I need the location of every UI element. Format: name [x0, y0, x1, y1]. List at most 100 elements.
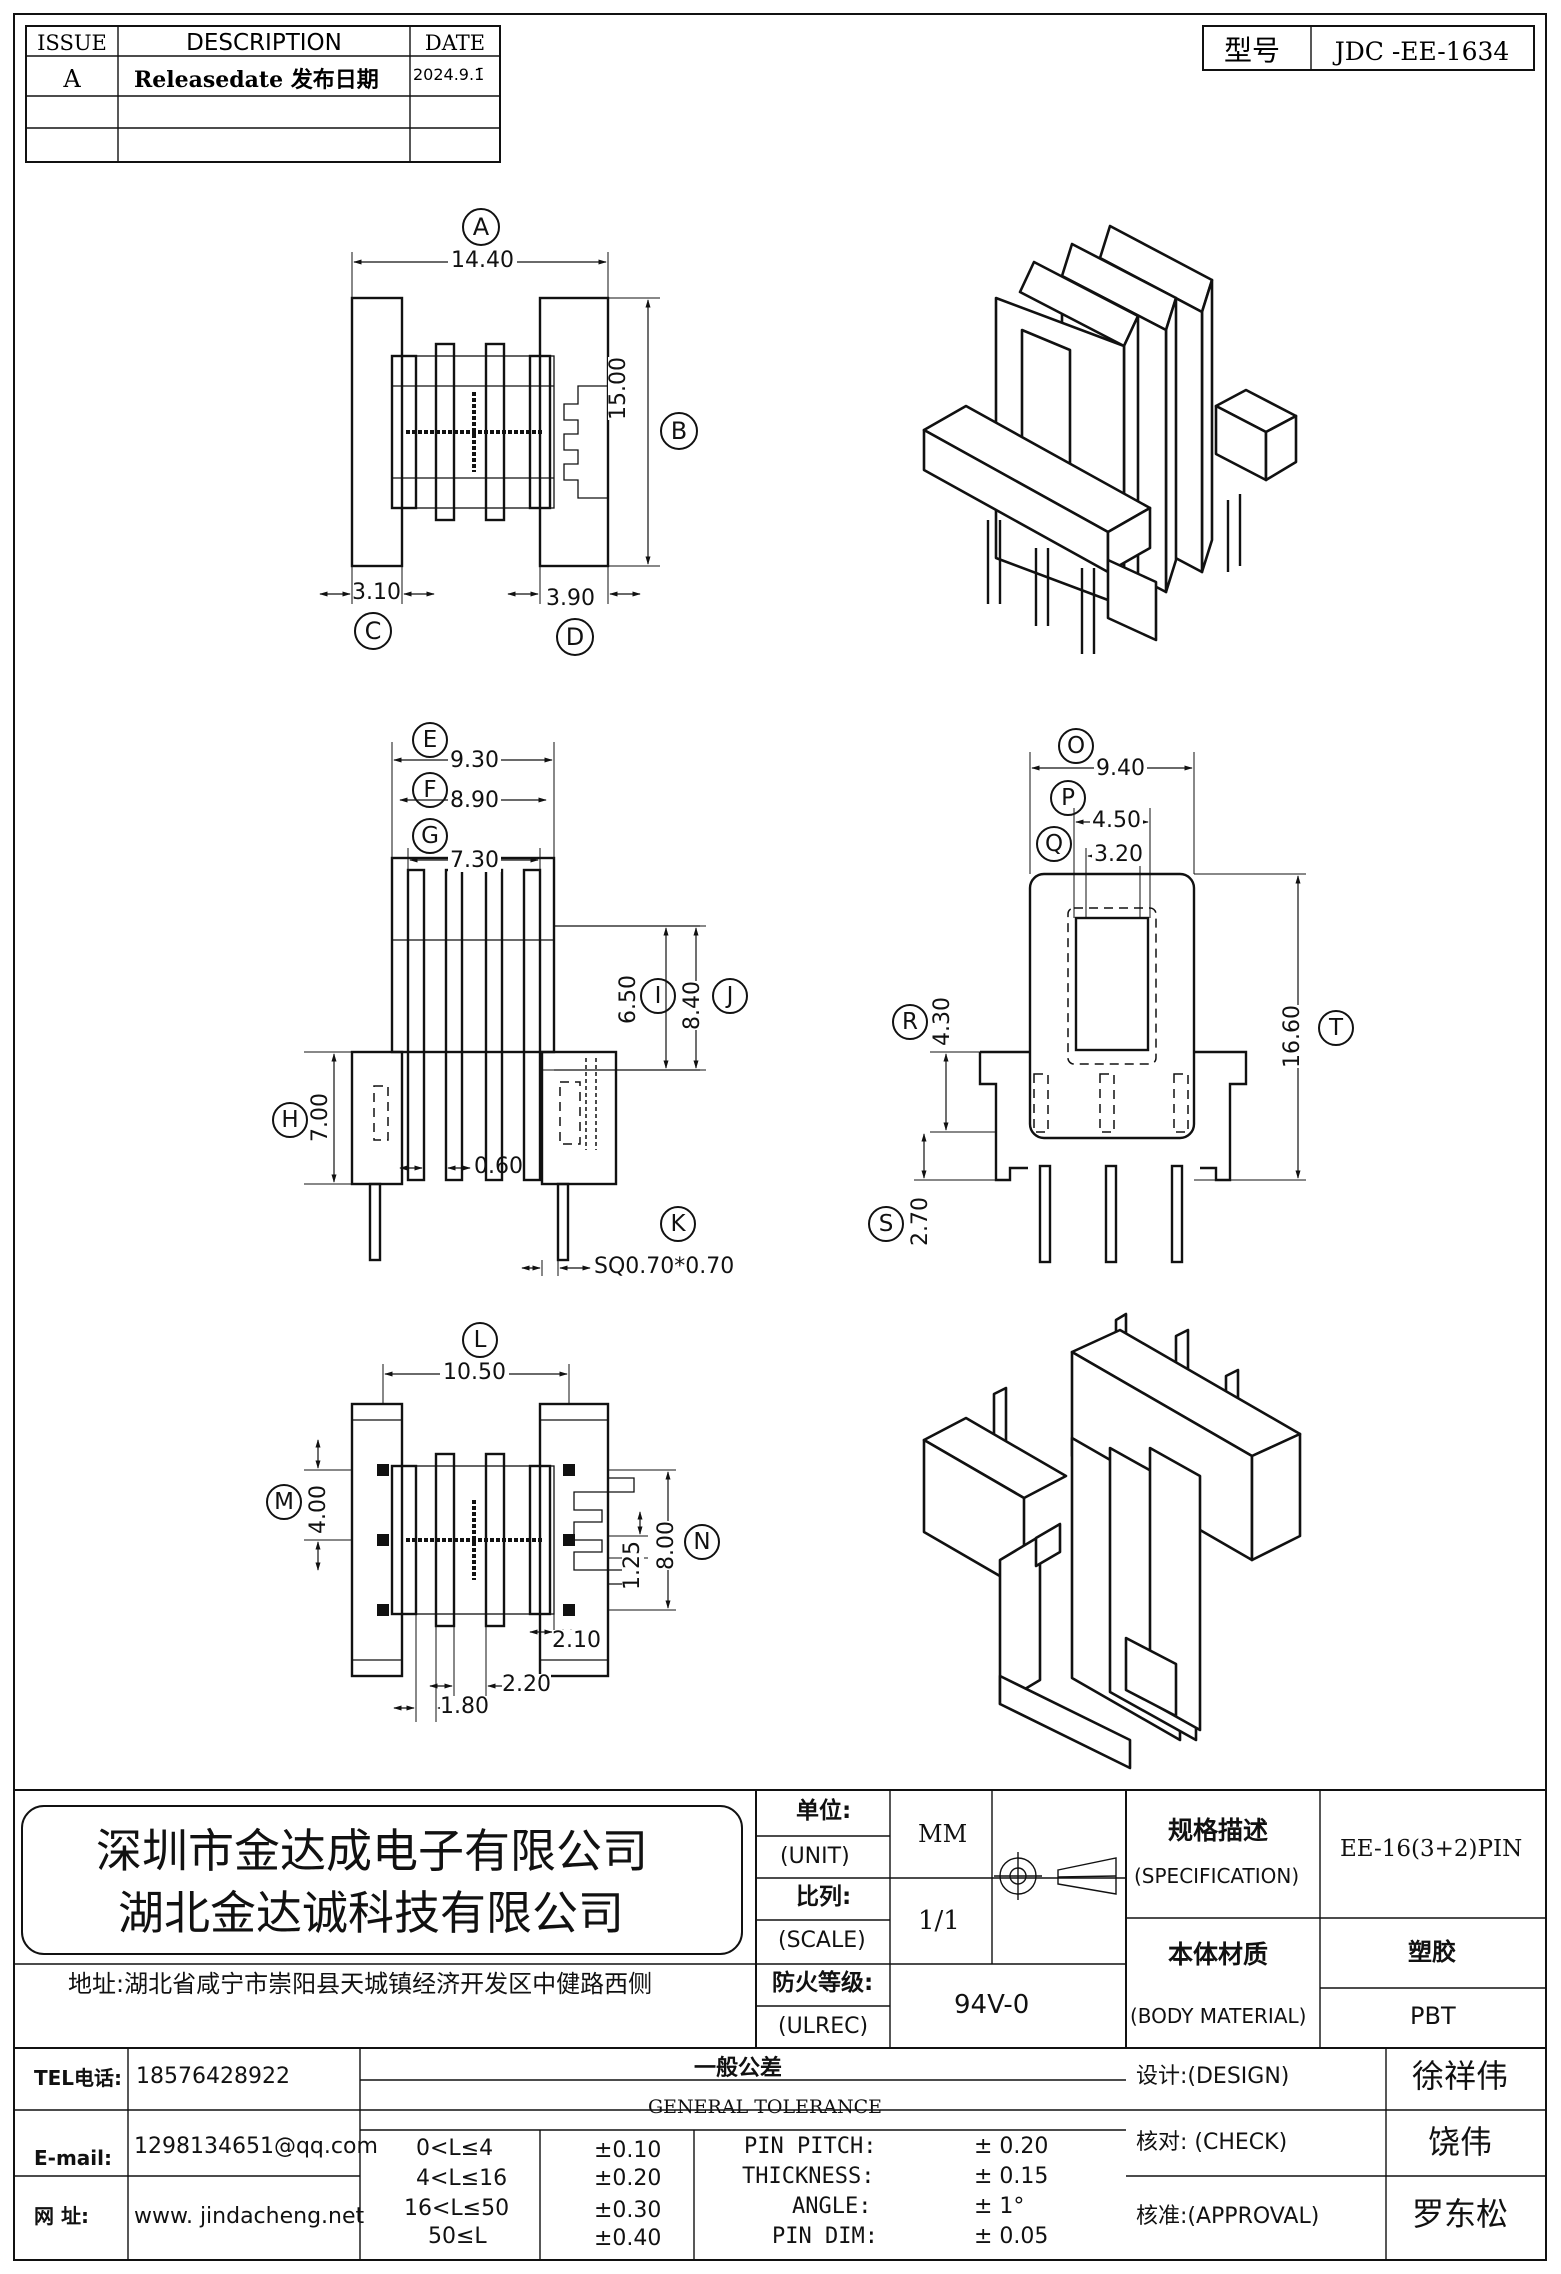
balloon-j: J — [712, 978, 748, 1014]
isometric-view-top — [922, 224, 1298, 654]
balloon-k: K — [660, 1206, 696, 1242]
email-label: E-mail: — [34, 2146, 113, 2170]
tol-name-2: THICKNESS: — [742, 2164, 875, 2189]
rev-date-a: 2024.9.1̄ — [413, 65, 484, 84]
rev-header-date: DATE — [425, 31, 485, 55]
dim-q-value: 3.20 — [1092, 842, 1145, 867]
tol-spec-2: ± 0.15 — [974, 2164, 1049, 2189]
tel-label: TEL电话: — [34, 2066, 123, 2090]
dim-c-value: 3.10 — [352, 580, 401, 605]
spec-label-en: (SPECIFICATION) — [1134, 1864, 1300, 1888]
title-block — [13, 1789, 1546, 2260]
dim-220-value: 2.20 — [502, 1672, 551, 1697]
balloon-h: H — [272, 1102, 308, 1138]
scale-label-cn: 比列: — [796, 1884, 852, 1910]
model-label: 型号 — [1224, 34, 1280, 67]
tol-range-4: 50≤L — [428, 2224, 487, 2249]
dim-180-value: 1.80 — [440, 1694, 489, 1719]
unit-label-en: (UNIT) — [780, 1844, 850, 1869]
balloon-l: L — [462, 1322, 498, 1358]
tol-name-1: PIN PITCH: — [744, 2134, 877, 2159]
balloon-b: B — [660, 412, 698, 450]
sheet-border — [13, 13, 1547, 2261]
scale-value: 1/1 — [918, 1906, 960, 1936]
email-value[interactable]: 1298134651@qq.com — [134, 2134, 378, 2159]
dim-flange-value: 0.60 — [474, 1154, 523, 1179]
dim-s-value: 2.70 — [908, 1197, 933, 1246]
ulrec-label-cn: 防火等级: — [772, 1970, 874, 1996]
company-name-1: 深圳市金达成电子有限公司 — [96, 1824, 648, 1878]
dim-i-value: 6.50 — [616, 975, 641, 1024]
bottom-view — [304, 1364, 676, 1722]
material-value-en: PBT — [1410, 2002, 1456, 2030]
tol-value-4: ±0.40 — [594, 2226, 662, 2251]
dim-p-value: 4.50 — [1090, 808, 1143, 833]
unit-label-cn: 单位: — [796, 1798, 852, 1824]
design-name: 徐祥伟 — [1412, 2057, 1509, 2095]
tel-value: 18576428922 — [136, 2064, 290, 2089]
dim-n-value: 8.00 — [654, 1521, 679, 1570]
top-view — [319, 252, 660, 604]
model-value: JDC -EE-1634 — [1332, 37, 1510, 66]
ulrec-value: 94V-0 — [954, 1990, 1030, 2020]
tol-range-2: 4<L≤16 — [416, 2166, 508, 2191]
balloon-p: P — [1050, 780, 1086, 816]
web-value[interactable]: www. jindacheng.net — [134, 2204, 365, 2229]
tolerance-title-en: GENERAL TOLERANCE — [648, 2096, 883, 2118]
spec-value: EE-16(3+2)PIN — [1340, 1836, 1523, 1862]
balloon-c: C — [354, 612, 392, 650]
approval-label: 核准:(APPROVAL) — [1136, 2204, 1320, 2229]
material-label-cn: 本体材质 — [1168, 1940, 1269, 1969]
unit-value: MM — [918, 1820, 968, 1848]
balloon-n: N — [684, 1524, 720, 1560]
tol-spec-3: ± 1° — [974, 2194, 1025, 2219]
dim-t-value: 16.60 — [1280, 1005, 1305, 1068]
dim-m-value: 4.00 — [306, 1485, 331, 1534]
dim-e-value: 9.30 — [448, 748, 501, 773]
dim-g-value: 7.30 — [448, 848, 501, 873]
tol-value-2: ±0.20 — [594, 2166, 662, 2191]
check-label: 核对: (CHECK) — [1136, 2130, 1288, 2155]
tol-spec-4: ± 0.05 — [974, 2224, 1049, 2249]
tol-range-3: 16<L≤50 — [404, 2196, 510, 2221]
balloon-q: Q — [1036, 826, 1072, 862]
dim-k-value: SQ0.70*0.70 — [594, 1254, 735, 1279]
rev-issue-a: A — [62, 65, 81, 93]
approval-name: 罗东松 — [1412, 2195, 1509, 2233]
tol-value-1: ±0.10 — [594, 2138, 662, 2163]
balloon-t: T — [1318, 1010, 1354, 1046]
dim-b-value: 15.00 — [606, 357, 631, 420]
material-value-cn: 塑胶 — [1408, 1938, 1456, 1966]
dim-210-value: 2.10 — [552, 1628, 601, 1653]
scale-label-en: (SCALE) — [778, 1928, 866, 1953]
tolerance-title-cn: 一般公差 — [694, 2056, 783, 2081]
rev-header-issue: ISSUE — [37, 31, 107, 55]
dim-l-value: 10.50 — [440, 1362, 509, 1384]
model-box: 型号 JDC -EE-1634 — [1202, 25, 1535, 71]
spec-label-cn: 规格描述 — [1168, 1816, 1269, 1845]
company-address: 地址:湖北省咸宁市崇阳县天城镇经济开发区中健路西侧 — [68, 1970, 653, 1998]
balloon-f: F — [412, 772, 448, 808]
balloon-d: D — [556, 618, 594, 656]
dim-h-value: 7.00 — [308, 1093, 333, 1142]
balloon-e: E — [412, 722, 448, 758]
tol-name-4: PIN DIM: — [772, 2224, 878, 2249]
dim-d-value: 3.90 — [546, 586, 595, 611]
web-label: 网 址: — [34, 2204, 89, 2228]
dim-o-value: 9.40 — [1094, 756, 1147, 781]
balloon-a: A — [462, 208, 500, 246]
balloon-m: M — [266, 1484, 302, 1520]
dim-j-value: 8.40 — [680, 981, 705, 1030]
tol-range-1: 0<L≤4 — [416, 2136, 494, 2161]
balloon-i: I — [640, 978, 676, 1014]
balloon-r: R — [892, 1004, 928, 1040]
tol-name-3: ANGLE: — [792, 2194, 872, 2219]
balloon-g: G — [412, 818, 448, 854]
balloon-s: S — [868, 1206, 904, 1242]
dim-a-value: 14.40 — [448, 250, 517, 272]
check-name: 饶伟 — [1428, 2123, 1493, 2161]
ulrec-label-en: (ULREC) — [778, 2014, 869, 2039]
design-label: 设计:(DESIGN) — [1136, 2064, 1290, 2089]
dim-r-value: 4.30 — [930, 997, 955, 1046]
